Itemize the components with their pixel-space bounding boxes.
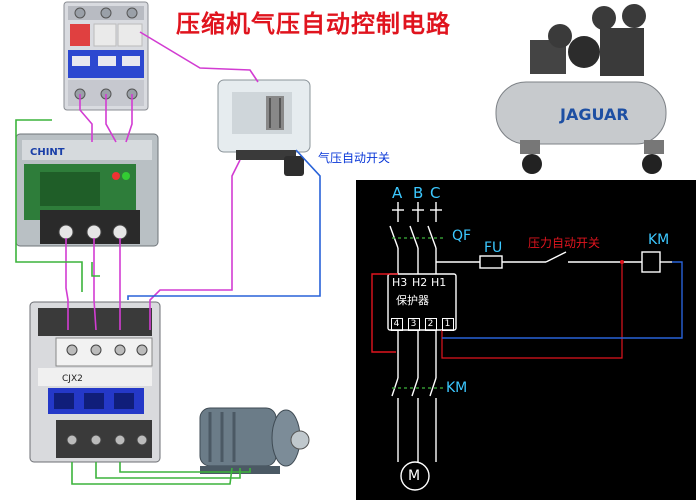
phase-a-label: A [392,184,403,202]
phase-b-label: B [413,184,423,202]
protector-terminal-1: 1 [441,318,454,331]
protector-name: 保护器 [396,294,429,307]
compressor-image: JAGUAR [495,4,667,174]
motor-image [199,407,310,474]
circuit-breaker-image [63,1,149,111]
pressure-switch-schematic-label: 压力自动开关 [528,236,601,250]
protector-terminal-h1: H1 [431,276,447,289]
protector-brand-text: CHINT [30,147,65,158]
contactor-model-text: CJX2 [62,374,83,384]
qf-label: QF [452,228,472,244]
motor-protector-image: CHINT [15,133,159,247]
schematic-panel: A B C [356,180,696,500]
protector-terminal-h3: H3 [392,276,408,289]
protector-terminal-2: 2 [424,318,437,331]
illustration-wires [15,31,321,485]
pressure-switch-label: 气压自动开关 [318,150,390,165]
km-main-label: KM [446,380,468,396]
km-coil-label: KM [648,232,670,248]
protector-terminal-h2: H2 [412,276,428,289]
motor-symbol-label: M [408,468,421,484]
pressure-switch-image [217,79,311,176]
phase-c-label: C [430,184,440,202]
fu-label: FU [484,240,503,256]
protector-terminal-3: 3 [407,318,420,331]
page-title: 压缩机气压自动控制电路 [176,10,451,38]
protector-bottom-terminals: 4 3 2 1 [388,318,456,331]
protector-terminal-4: 4 [390,318,403,331]
compressor-brand-text: JAGUAR [559,105,629,124]
